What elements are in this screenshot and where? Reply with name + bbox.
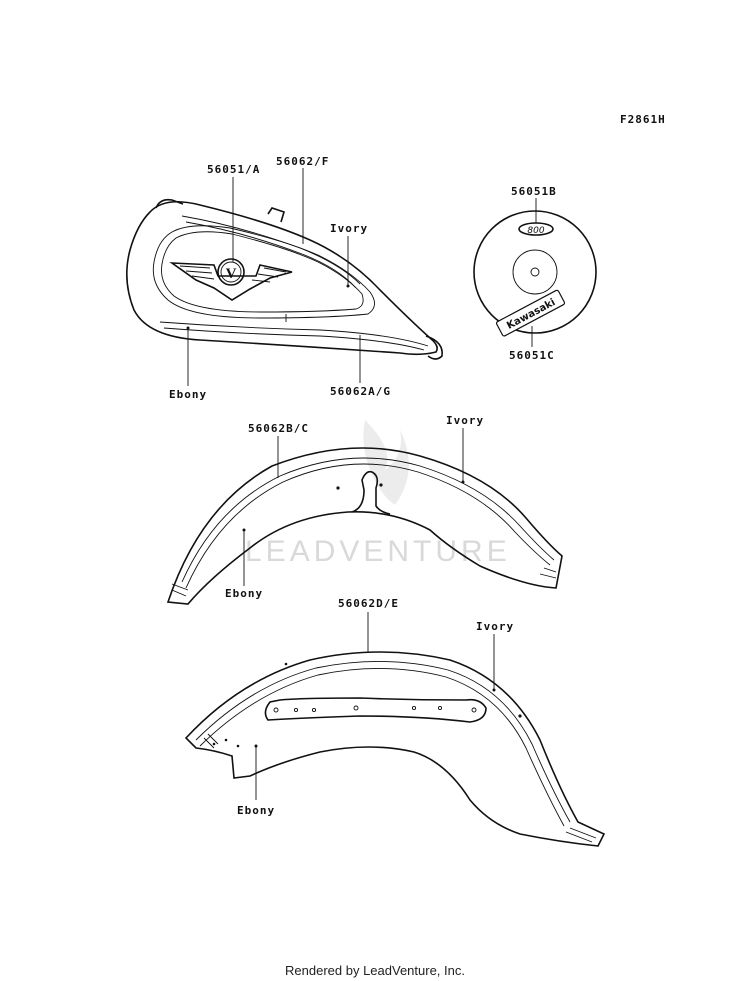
rear-fender [184, 651, 606, 847]
figure-code: F2861H [620, 113, 666, 126]
footer-credit: Rendered by LeadVenture, Inc. [285, 963, 465, 978]
label-56062d-e: 56062D/E [338, 597, 399, 610]
fuel-tank: V [126, 198, 443, 360]
label-rear-ebony: Ebony [237, 804, 275, 817]
emblem-letter: V [226, 266, 237, 282]
label-56062-f: 56062/F [276, 155, 329, 168]
label-tank-ebony: Ebony [169, 388, 207, 401]
label-front-ivory: Ivory [446, 414, 484, 427]
watermark: LEADVENTURE [245, 420, 511, 568]
tank-emblem: V [169, 258, 293, 301]
label-rear-ivory: Ivory [476, 620, 514, 633]
label-56062a-g: 56062A/G [330, 385, 391, 398]
label-front-ebony: Ebony [225, 587, 263, 600]
label-56062b-c: 56062B/C [248, 422, 309, 435]
label-56051c: 56051C [509, 349, 555, 362]
watermark-text: LEADVENTURE [245, 535, 511, 568]
front-fender [166, 447, 563, 605]
label-56051b: 56051B [511, 185, 557, 198]
round-badge: 800 Kawasaki [473, 210, 597, 337]
label-tank-ivory: Ivory [330, 222, 368, 235]
badge-top-text: 800 [527, 226, 544, 236]
label-56051-a: 56051/A [207, 163, 260, 176]
